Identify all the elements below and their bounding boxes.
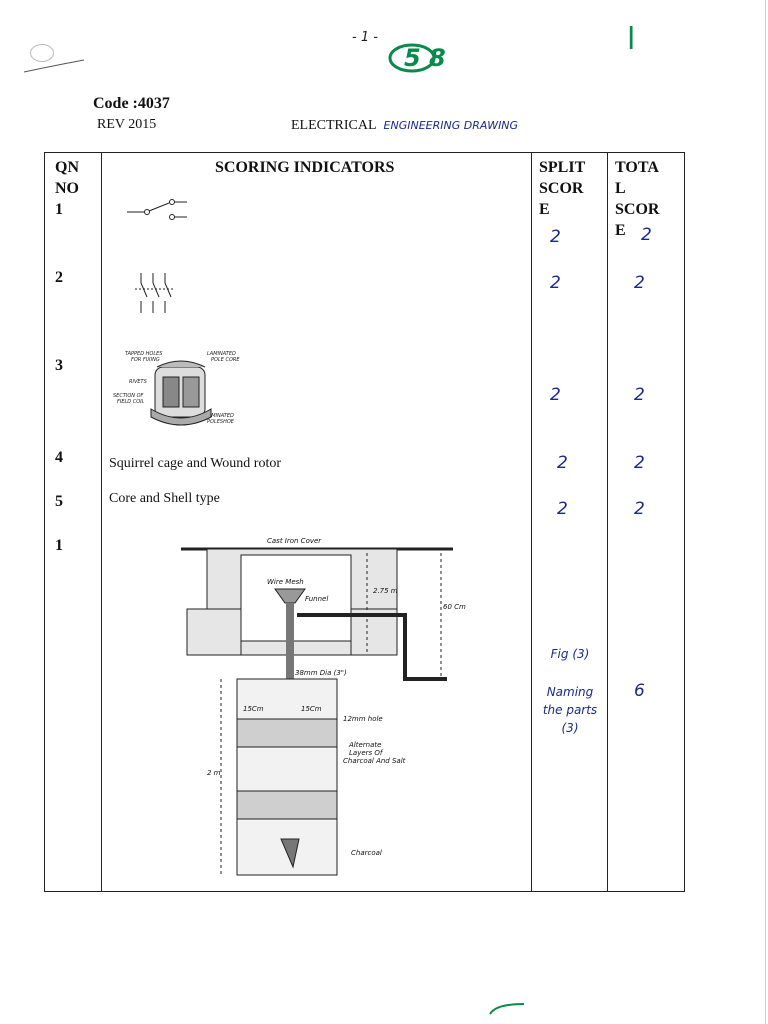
- total-score: 2: [634, 273, 645, 293]
- pen-stroke-mark: [489, 1003, 525, 1015]
- three-pole-switch-symbol: [135, 273, 173, 313]
- fig-label: Charcoal And Salt: [343, 757, 406, 765]
- fig-label: 12mm hole: [343, 715, 383, 723]
- row-qn: 1: [55, 537, 63, 554]
- col-divider: [531, 153, 532, 891]
- fig-label: LAMINATED: [205, 413, 234, 419]
- fig-label: SECTION OF: [113, 393, 144, 399]
- fig-label: TAPPED HOLES: [125, 351, 163, 357]
- fig-label: Alternate: [348, 741, 381, 749]
- fig-label: Funnel: [305, 595, 328, 603]
- fig-label: FOR FIXING: [131, 357, 160, 363]
- subject-title: ELECTRICAL ENGINEERING DRAWING: [291, 118, 518, 134]
- switch-symbol: [127, 199, 187, 220]
- revision: REV 2015: [97, 117, 157, 132]
- split-score: 2: [557, 499, 568, 519]
- page-number: - 1 -: [352, 30, 378, 45]
- col-divider: [607, 153, 608, 891]
- split-score: 2: [550, 273, 561, 293]
- header-indicators: SCORING INDICATORS: [215, 159, 395, 176]
- row-qn: 3: [55, 357, 63, 374]
- fig-label: FIELD COIL: [117, 399, 145, 405]
- total-score: 2: [634, 385, 645, 405]
- fig-label: POLESHOE: [207, 419, 235, 425]
- subject-handwritten: ENGINEERING DRAWING: [383, 119, 519, 132]
- total-score: 6: [634, 681, 645, 701]
- fig-label: LAMINATED: [207, 351, 236, 357]
- row-text: Squirrel cage and Wound rotor: [109, 456, 282, 471]
- fig-label: Wire Mesh: [267, 578, 304, 586]
- fig-label: 60 Cm: [443, 603, 466, 611]
- split-score: 2: [550, 227, 561, 247]
- fig-label: Cast Iron Cover: [267, 537, 322, 545]
- total-score: 2: [634, 499, 645, 519]
- total-score: 2: [634, 453, 645, 473]
- total-score: 2: [641, 225, 652, 245]
- fig-label: 15Cm: [301, 705, 322, 713]
- fig-label: Charcoal: [351, 849, 382, 857]
- pole-core-figure: TAPPED HOLES FOR FIXING LAMINATED POLE C…: [113, 351, 240, 426]
- fig-label: 38mm Dia (3"): [295, 669, 347, 677]
- row-qn: 5: [55, 493, 63, 510]
- fig-label: RIVETS: [129, 379, 148, 385]
- split-score: 2: [550, 385, 561, 405]
- fig-label: 2 m: [207, 769, 221, 777]
- row-qn: 4: [55, 449, 63, 466]
- grade-marks-text: 5 8: [404, 44, 446, 72]
- page-edge: [765, 0, 766, 1024]
- earthing-pit-figure: Cast Iron Cover Wire Mesh Funnel 2.75 m …: [181, 537, 466, 876]
- fig-label: 2.75 m: [373, 587, 398, 595]
- fig-label: Layers Of: [349, 749, 384, 757]
- grade-marks: 5 8: [388, 43, 446, 73]
- row-text: Core and Shell type: [109, 491, 220, 506]
- row-qn: 1: [55, 201, 63, 218]
- exam-code: Code :4037: [93, 95, 170, 112]
- split-score-note: Fig (3) Naming the parts (3): [542, 647, 598, 735]
- split-score: 2: [557, 453, 568, 473]
- check-mark: l: [627, 22, 636, 57]
- pen-stroke-mark: [23, 59, 85, 73]
- fig-label: POLE CORE: [211, 357, 240, 363]
- subject-printed: ELECTRICAL: [291, 118, 377, 133]
- fig-label: 15Cm: [243, 705, 264, 713]
- col-divider: [101, 153, 102, 891]
- punch-hole: [30, 44, 54, 62]
- row-qn: 2: [55, 269, 63, 286]
